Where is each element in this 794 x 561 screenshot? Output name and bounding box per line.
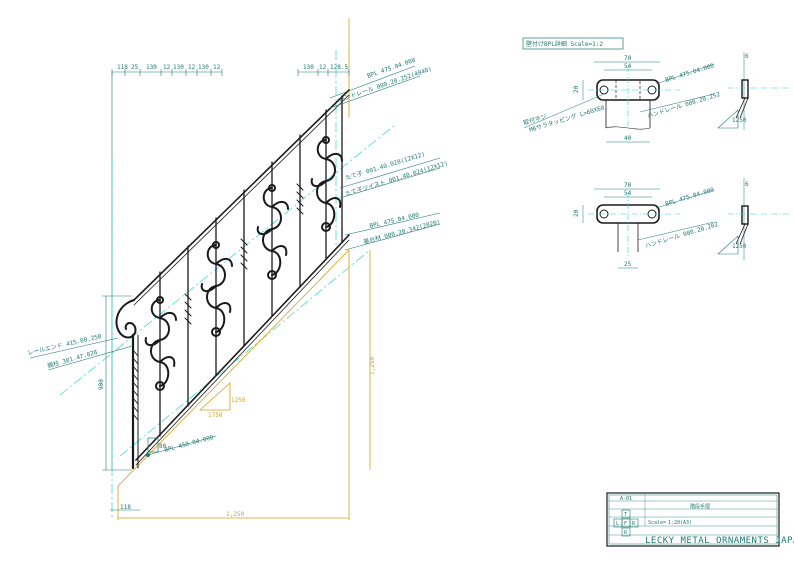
detail-side-b: 1250 bbox=[732, 117, 747, 124]
detail-side-view-bottom bbox=[717, 178, 749, 260]
detail-title-box bbox=[522, 37, 624, 50]
label-base-plate: BPL 450.04.000 bbox=[164, 434, 215, 454]
centerlines bbox=[59, 50, 396, 520]
top-dim-4: 12 bbox=[163, 64, 171, 71]
top-dim-2: 25 bbox=[131, 64, 139, 71]
scroll-panel-4 bbox=[310, 136, 343, 232]
detail-top-handrail: ハンドレール 000.20.252 bbox=[647, 91, 722, 120]
top-dim-8: 12 bbox=[213, 64, 221, 71]
base-rail bbox=[135, 234, 350, 461]
detail-title: 壁付けBPL詳細 Scale=1:2 bbox=[526, 40, 603, 48]
label-newel: 親柱 301.47.028 bbox=[46, 348, 98, 370]
detail-top-centerlines bbox=[588, 66, 680, 126]
detail-bottom-width: 70 bbox=[624, 182, 632, 189]
view-letters bbox=[613, 509, 639, 537]
run-dim: 1,250 bbox=[226, 511, 244, 518]
letter-r2: R bbox=[624, 530, 628, 536]
detail-top-part: BPL 475.04.000 bbox=[665, 62, 716, 84]
detail-bottom-height: 20 bbox=[573, 209, 580, 217]
top-dim-6: 12 bbox=[188, 64, 196, 71]
letter-r: R bbox=[632, 521, 636, 527]
title-scale: 1:20(A3) bbox=[668, 520, 692, 526]
title-scale-label: Scale= bbox=[648, 520, 666, 526]
detail-side-view-top bbox=[717, 52, 749, 130]
detail-bottom-inner: 54 bbox=[624, 190, 632, 197]
base-plate bbox=[147, 437, 159, 453]
top-dim-3: 130 bbox=[146, 64, 157, 71]
detail-bottom-part-leader bbox=[655, 189, 715, 209]
letter-l: L bbox=[616, 521, 619, 527]
height-dim: 900 bbox=[98, 379, 105, 390]
main-elevation: 118 25 130 12 130 12 130 12 130 12 128.5… bbox=[27, 18, 449, 520]
detail-top-width: 70 bbox=[624, 55, 632, 62]
floor-lines bbox=[117, 249, 371, 520]
newel-twist bbox=[132, 349, 139, 421]
detail-section: 壁付けBPL詳細 Scale=1:2 70 54 20 40 BPL 475.0… bbox=[522, 37, 790, 269]
end-scroll bbox=[115, 299, 137, 339]
top-dim-5: 130 bbox=[173, 64, 184, 71]
top-dim-1: 118 bbox=[117, 64, 128, 71]
rise-dim: 1,250 bbox=[369, 357, 376, 375]
triangle-a: 1250 bbox=[231, 397, 246, 404]
company-name: LECKY METAL ORNAMENTS JAPAN bbox=[645, 536, 794, 546]
top-dim-r1: 130 bbox=[303, 64, 314, 71]
triangle-b: 1750 bbox=[208, 412, 223, 419]
railing bbox=[115, 89, 350, 470]
top-dim-r3: 128.5 bbox=[330, 64, 348, 71]
detail-top-dims bbox=[582, 61, 660, 143]
handrail bbox=[133, 89, 350, 301]
detail-side-a: 6 bbox=[745, 53, 749, 60]
title-block: A-01 階段手摺 Scale= 1:20(A3) T L F R R LECK… bbox=[606, 492, 794, 547]
detail-top-inner: 54 bbox=[624, 63, 632, 70]
detail-fix-leader bbox=[523, 93, 605, 129]
scroll-panel-2 bbox=[200, 241, 233, 337]
letter-t: T bbox=[624, 512, 627, 518]
detail-top-handrail-leader bbox=[639, 93, 715, 113]
detail-bottom-part: BPL 475.04.000 bbox=[665, 186, 716, 208]
bottom-left-dim: 118 bbox=[120, 504, 131, 511]
detail-bottom-handrail-leader bbox=[637, 221, 715, 241]
scroll-panel-3 bbox=[256, 184, 289, 280]
detail-bottom-handrail: ハンドレール 000.20.282 bbox=[645, 221, 720, 250]
detail-side-c: 6 bbox=[745, 181, 749, 188]
detail-side-d: 1250 bbox=[732, 243, 747, 250]
slope-triangle bbox=[198, 382, 231, 411]
leader-lines bbox=[29, 65, 441, 456]
detail-bottom-centerlines bbox=[588, 192, 680, 256]
detail-bottom-dims bbox=[582, 188, 660, 269]
height-dimension bbox=[102, 295, 132, 471]
letter-f: F bbox=[624, 521, 627, 527]
detail-top-height: 20 bbox=[573, 85, 580, 93]
detail-top-part-leader bbox=[655, 63, 715, 85]
detail-top-bottom: 40 bbox=[624, 135, 632, 142]
base-plate-dim: 80 bbox=[159, 443, 167, 450]
top-dimension-line bbox=[111, 69, 350, 76]
top-dim-7: 130 bbox=[198, 64, 209, 71]
top-dim-r2: 12 bbox=[319, 64, 327, 71]
title-drawing-no: A-01 bbox=[620, 496, 632, 502]
title-name: 階段手摺 bbox=[690, 503, 710, 510]
scroll-panel-1 bbox=[144, 296, 177, 391]
detail-bottom-bottom: 25 bbox=[624, 261, 632, 268]
